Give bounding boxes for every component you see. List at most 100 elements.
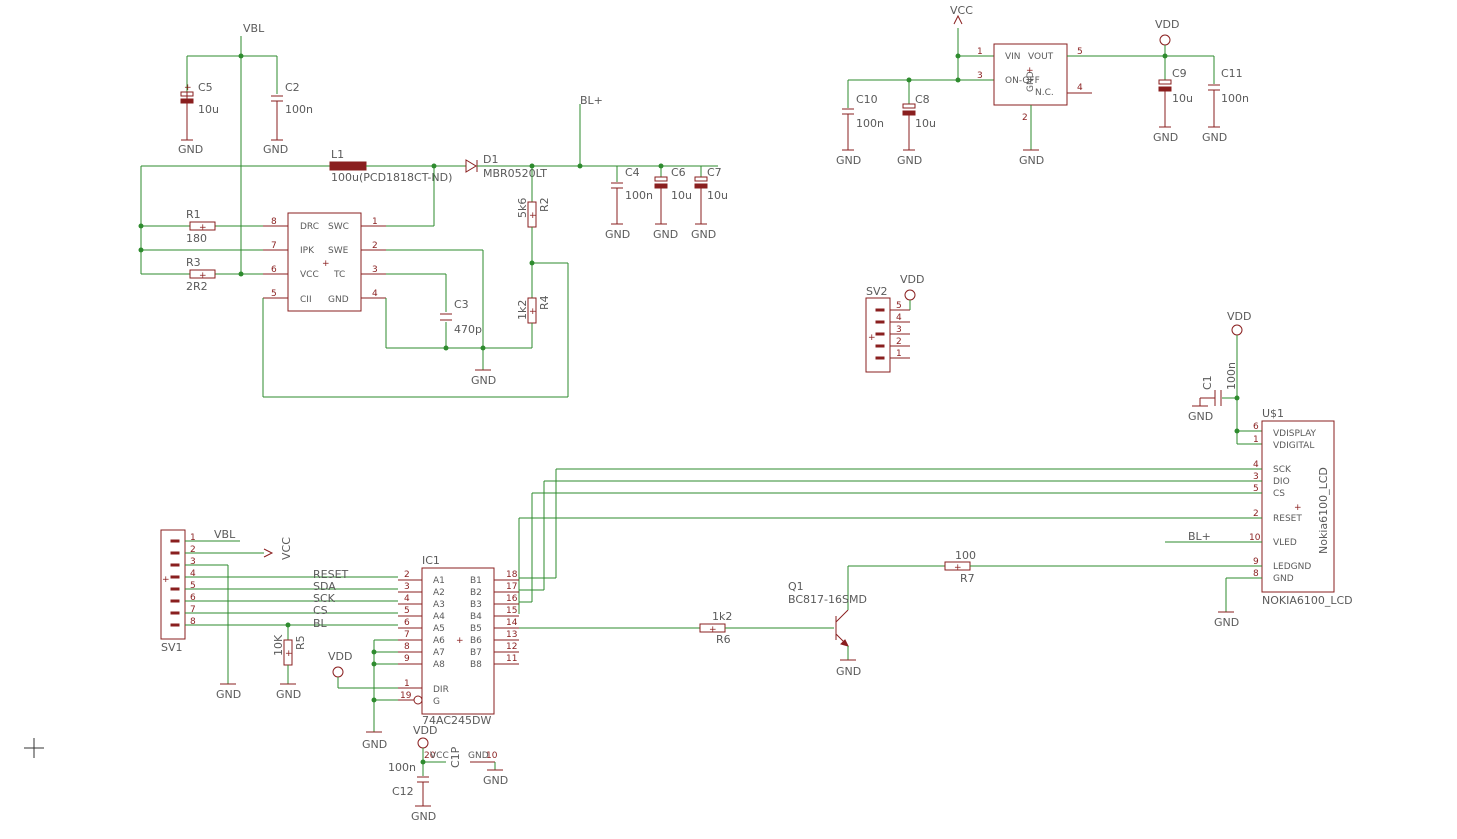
svg-text:14: 14 [506, 618, 518, 628]
resistor-r3: + R3 2R2 [186, 256, 216, 293]
c8-value: 10u [915, 117, 936, 130]
svg-text:13: 13 [506, 630, 517, 640]
c7-value: 10u [707, 189, 728, 202]
r7-value: 100 [955, 549, 976, 562]
c1p-gnd-label: GND [468, 751, 489, 761]
svg-text:4: 4 [372, 289, 378, 299]
gnd-label: GND [276, 688, 301, 701]
inductor-l1: L1 100u(PCD1818CT-ND) [141, 148, 466, 184]
svg-text:9: 9 [1253, 557, 1259, 567]
svg-text:17: 17 [506, 582, 517, 592]
c5-value: 10u [198, 103, 219, 116]
gnd-label: GND [483, 774, 508, 787]
r1-label: R1 [186, 208, 201, 221]
signal-sda-label: SDA [313, 580, 336, 593]
gnd-label: GND [836, 154, 861, 167]
svg-text:1: 1 [896, 349, 902, 359]
signal-sck-label: SCK [313, 592, 336, 605]
r3-label: R3 [186, 256, 201, 269]
c4-value: 100n [625, 189, 653, 202]
vbl-label: VBL [214, 528, 236, 541]
svg-text:10: 10 [1249, 533, 1261, 543]
svg-text:15: 15 [506, 606, 517, 616]
svg-text:2: 2 [190, 545, 196, 555]
u1-label: U$1 [1262, 407, 1284, 420]
transistor-q1: Q1 BC817-16SMD GND [788, 566, 867, 678]
svg-text:6: 6 [271, 265, 277, 275]
c10-value: 100n [856, 117, 884, 130]
gnd-label: GND [178, 143, 203, 156]
ic1-pin-b2-label: B2 [470, 588, 482, 598]
c9-label: C9 [1172, 67, 1187, 80]
svg-text:+: + [529, 211, 537, 221]
svg-text:19: 19 [400, 691, 412, 701]
pin-10-label: 10 [486, 751, 498, 761]
pin-gnd-label: GND [328, 295, 349, 305]
boost-controller-chip: + DRC IPK VCC CII SWC SWE TC GND 8 7 6 5… [263, 212, 386, 312]
vreg-vin-label: VIN [1005, 52, 1021, 62]
svg-text:+: + [456, 636, 464, 646]
vcc-label: VCC [950, 4, 973, 17]
gnd-label: GND [836, 665, 861, 678]
r6-label: R6 [716, 633, 731, 646]
capacitor-c8: C8 10u GND [897, 80, 936, 167]
pin-tc-label: TC [333, 270, 345, 280]
lcd-vdigital-label: VDIGITAL [1273, 441, 1314, 451]
lcd-gnd-label: GND [1273, 574, 1294, 584]
ic1-value: 74AC245DW [422, 714, 491, 727]
svg-text:8: 8 [1253, 569, 1259, 579]
gnd-label: GND [653, 228, 678, 241]
lcd-module: U$1 NOKIA6100_LCD Nokia6100_LCD + VDISPL… [1165, 407, 1353, 629]
lcd-name: Nokia6100_LCD [1317, 467, 1330, 554]
ic1-pin-a8-label: A8 [433, 660, 445, 670]
lcd-reset-label: RESET [1273, 514, 1302, 524]
svg-text:1: 1 [977, 47, 983, 57]
lcd-sck-label: SCK [1273, 465, 1292, 475]
svg-text:4: 4 [1077, 83, 1083, 93]
r6-value: 1k2 [712, 610, 732, 623]
d1-value: MBR0520LT [483, 167, 547, 180]
c1p-vcc-label: VCC [430, 751, 449, 761]
svg-text:8: 8 [404, 642, 410, 652]
svg-text:3: 3 [190, 557, 196, 567]
svg-text:+: + [1294, 503, 1302, 513]
ic1-pin-a6-label: A6 [433, 636, 445, 646]
ic1-pin-a2-label: A2 [433, 588, 445, 598]
r5-value: 10K [272, 634, 285, 656]
ic1-pin-a1-label: A1 [433, 576, 445, 586]
voltage-regulator: + VIN VOUT ON-OFF N.C. GND 1 3 5 4 2 GND [977, 43, 1214, 167]
svg-text:+: + [162, 575, 170, 585]
l1-value: 100u(PCD1818CT-ND) [331, 171, 452, 184]
pin-20-label: 20 [424, 751, 436, 761]
ic1-g-label: G [433, 697, 440, 707]
svg-text:2: 2 [404, 570, 410, 580]
d1-label: D1 [483, 153, 498, 166]
resistor-r4: + 1k2 R4 [516, 295, 551, 348]
boost-wiring: GND [138, 166, 569, 398]
signal-bl-label: BL [313, 617, 328, 630]
svg-text:4: 4 [896, 313, 902, 323]
svg-text:11: 11 [506, 654, 517, 664]
pin-ipk-label: IPK [300, 246, 315, 256]
svg-text:+: + [954, 563, 962, 573]
pin-cii-label: CII [300, 295, 312, 305]
vdd-label: VDD [413, 724, 437, 737]
data-bus [518, 468, 1262, 614]
svg-text:+: + [184, 83, 192, 93]
svg-text:2: 2 [372, 241, 378, 251]
gnd-label: GND [897, 154, 922, 167]
vdd-label: VDD [328, 650, 352, 663]
lcd-ledgnd-label: LEDGND [1273, 562, 1311, 572]
svg-text:7: 7 [404, 630, 410, 640]
svg-text:+: + [322, 259, 330, 269]
svg-text:1: 1 [404, 679, 410, 689]
svg-text:3: 3 [896, 325, 902, 335]
svg-text:8: 8 [271, 217, 277, 227]
capacitor-c7: C7 10u GND [691, 166, 728, 241]
vcc-supply: VCC [848, 4, 994, 83]
pin-swe-label: SWE [328, 246, 349, 256]
gnd-label: GND [1214, 616, 1239, 629]
svg-text:+: + [199, 223, 207, 233]
